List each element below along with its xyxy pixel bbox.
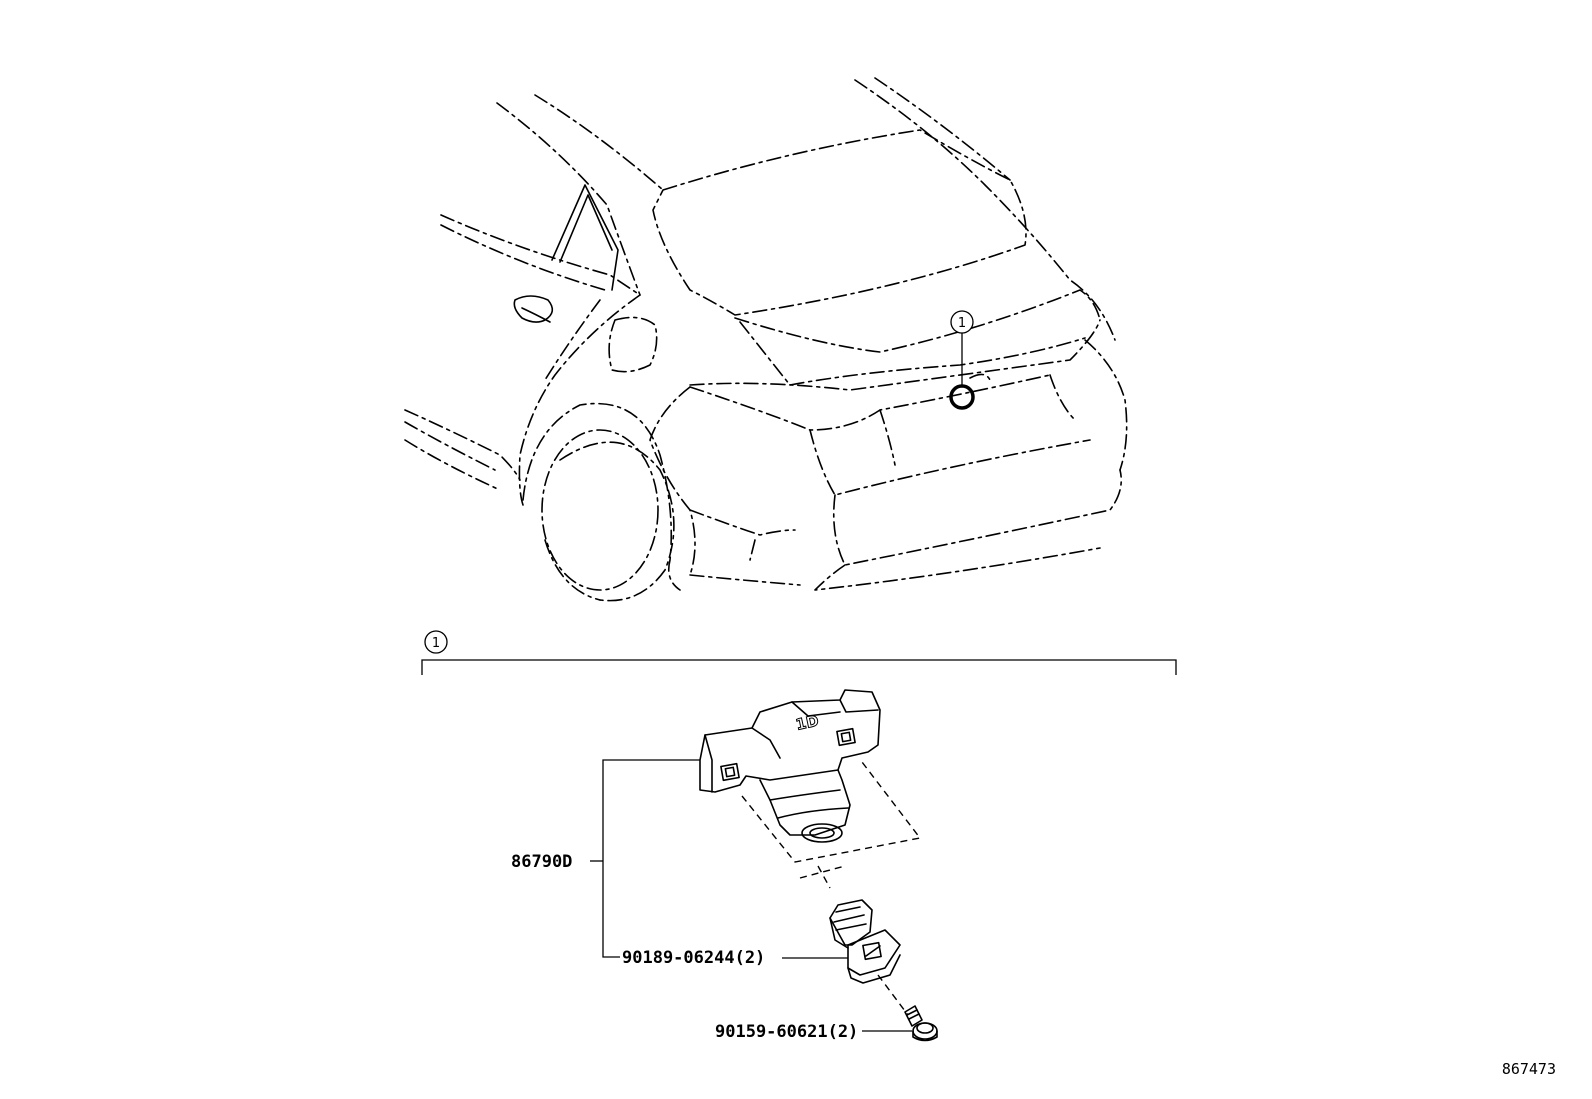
car-rear-illustration: [404, 77, 1128, 602]
part-number-clip[interactable]: 90189-06244(2): [622, 948, 765, 968]
callout-1-car: 1: [950, 310, 974, 334]
part-number-camera[interactable]: 86790D: [511, 852, 572, 872]
illustration-reference-number: 867473: [1502, 1060, 1556, 1078]
backup-camera-illustration: 1D: [699, 689, 922, 889]
screw-illustration: [904, 1005, 938, 1042]
callout-number: 1: [958, 316, 966, 331]
camera-location-marker: [949, 333, 991, 410]
leader-lines: [590, 759, 912, 1032]
clip-illustration: [829, 899, 909, 1016]
group-number: 1: [432, 636, 440, 651]
part-number-screw[interactable]: 90159-60621(2): [715, 1022, 858, 1042]
group-bracket: 1: [421, 630, 1177, 675]
camera-marking: 1D: [794, 712, 820, 734]
